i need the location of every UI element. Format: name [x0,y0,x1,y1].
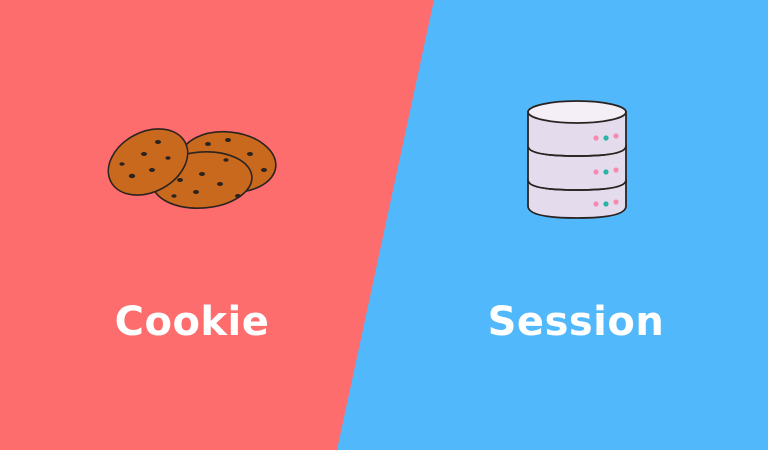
left-panel-background [0,0,434,450]
database-server-icon [527,100,627,219]
cookie-label: Cookie [114,299,270,345]
session-label: Session [487,299,665,345]
cookies-icon [107,128,277,209]
